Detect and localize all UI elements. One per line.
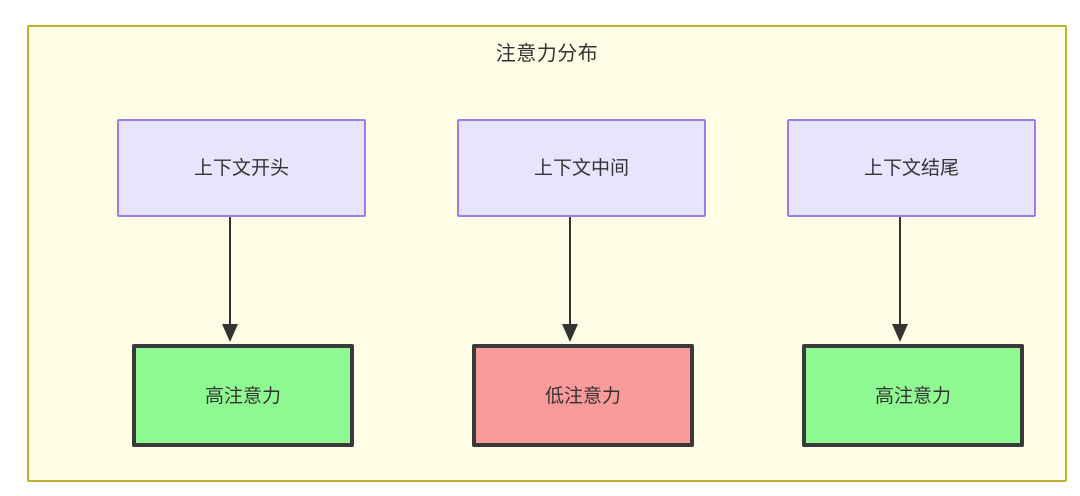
arrow-start-to-high-attention (222, 217, 238, 342)
node-attention-start[interactable]: 高注意力 (132, 344, 354, 447)
node-context-middle[interactable]: 上下文中间 (457, 119, 706, 217)
node-context-end-label: 上下文结尾 (863, 157, 959, 179)
node-attention-start-label: 高注意力 (204, 384, 281, 407)
node-attention-middle[interactable]: 低注意力 (472, 344, 694, 447)
node-context-middle-label: 上下文中间 (533, 157, 629, 179)
arrow-end-to-high-attention (892, 217, 908, 342)
node-context-end[interactable]: 上下文结尾 (787, 119, 1036, 217)
node-attention-end[interactable]: 高注意力 (802, 344, 1024, 447)
node-attention-end-label: 高注意力 (874, 384, 951, 407)
node-context-start[interactable]: 上下文开头 (117, 119, 366, 217)
attention-distribution-subgraph: 注意力分布 上下文开头 上下文中间 上下文结尾 高注意力 低 (27, 25, 1067, 482)
subgraph-title: 注意力分布 (495, 41, 599, 65)
node-attention-middle-label: 低注意力 (544, 384, 621, 407)
arrow-middle-to-low-attention (562, 217, 578, 342)
node-context-start-label: 上下文开头 (193, 157, 289, 179)
